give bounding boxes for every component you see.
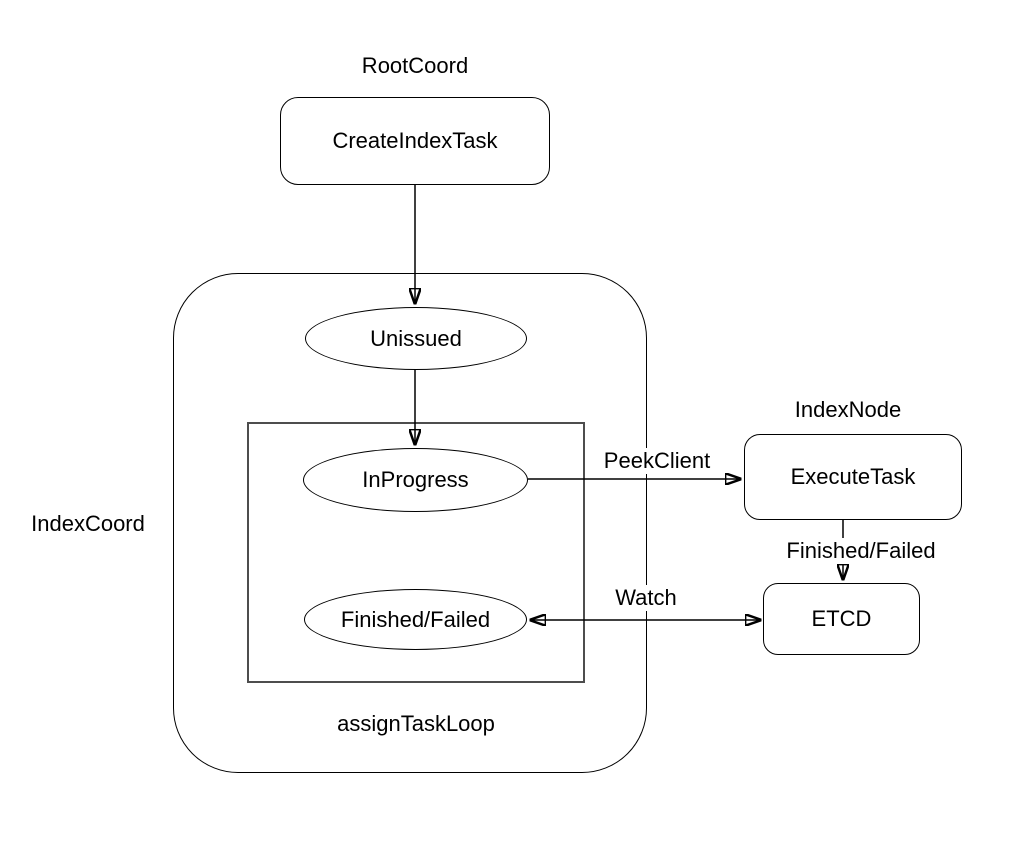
edge-label-watch: Watch [613, 585, 679, 611]
node-etcd-label: ETCD [811, 606, 872, 631]
group-label-assigntaskloop: assignTaskLoop [337, 711, 495, 736]
node-create-index-task: CreateIndexTask [280, 97, 550, 185]
node-etcd: ETCD [763, 583, 920, 655]
index-coord-group-box [173, 273, 647, 773]
node-in-progress-label: InProgress [362, 467, 469, 492]
edge-label-peekclient: PeekClient [601, 448, 713, 474]
edge-label-finished-failed: Finished/Failed [784, 538, 938, 564]
node-execute-task-label: ExecuteTask [790, 464, 916, 489]
group-label-rootcoord: RootCoord [361, 53, 469, 78]
node-create-index-task-label: CreateIndexTask [332, 128, 498, 153]
node-unissued-label: Unissued [370, 325, 462, 351]
node-unissued: Unissued [305, 307, 527, 370]
node-finished-failed-label: Finished/Failed [340, 606, 491, 632]
group-label-indexcoord: IndexCoord [31, 511, 145, 536]
group-label-indexnode: IndexNode [794, 397, 902, 422]
node-execute-task: ExecuteTask [744, 434, 962, 520]
assign-task-loop-box [247, 422, 585, 683]
node-finished-failed: Finished/Failed [304, 589, 527, 650]
node-in-progress: InProgress [303, 448, 528, 512]
